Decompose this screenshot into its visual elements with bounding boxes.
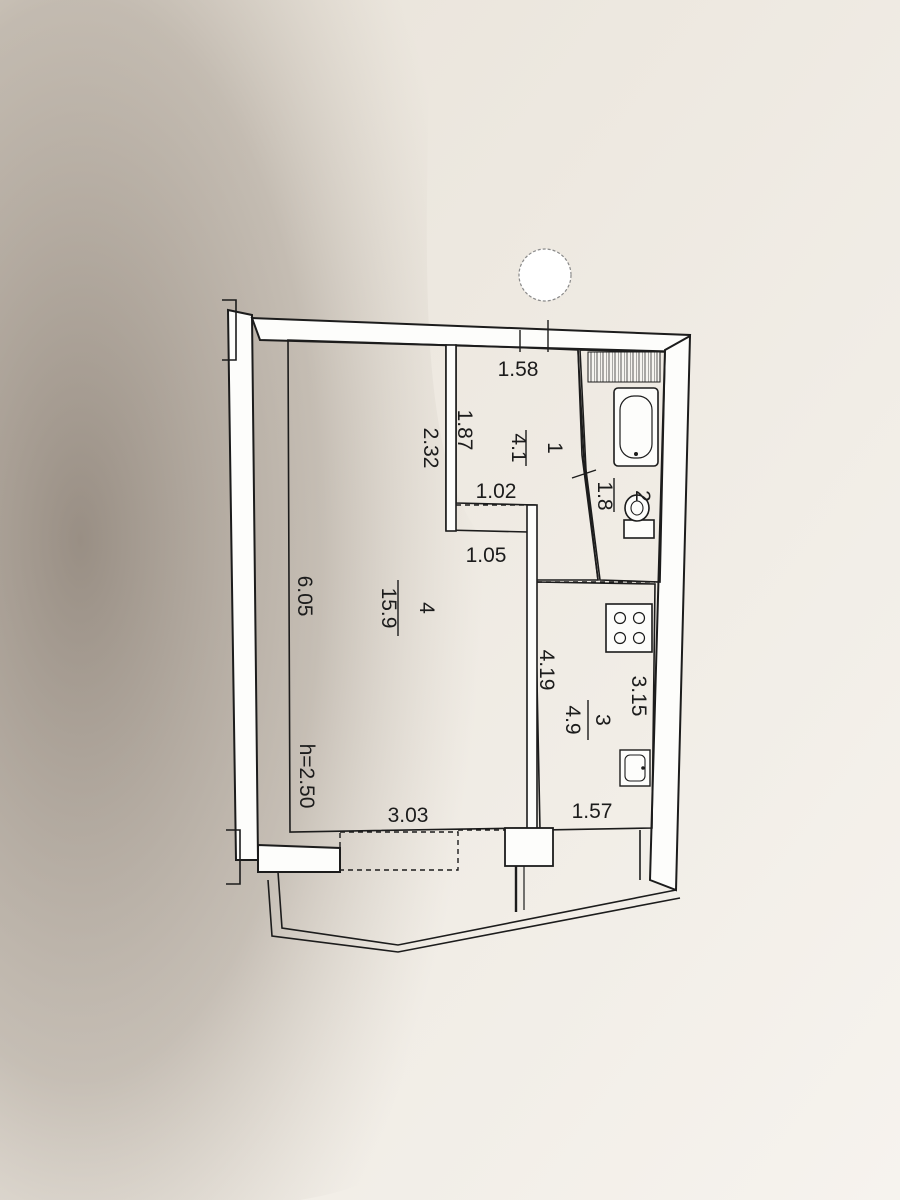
dim-3-15: 3.15: [627, 676, 650, 717]
room-4-number: 4: [415, 602, 438, 614]
tile-hatch: [587, 351, 661, 383]
dim-1-02: 1.02: [476, 480, 517, 503]
structural-column: [504, 827, 554, 867]
dim-1-87: 1.87: [453, 410, 476, 451]
stove-icon: [605, 603, 653, 653]
dim-1-05: 1.05: [466, 544, 507, 567]
room-2-area: 1.8: [593, 481, 616, 510]
ceiling-height-label: h=2.50: [295, 744, 318, 809]
bathtub-icon: [613, 387, 659, 467]
dim-3-03: 3.03: [388, 804, 429, 827]
room-1-number: 1: [543, 442, 566, 454]
dim-6-05: 6.05: [293, 576, 316, 617]
outer-wall-bottom: [257, 843, 341, 873]
dim-2-32: 2.32: [419, 428, 442, 469]
stamp-circle-icon: [518, 248, 572, 302]
dim-1-58: 1.58: [498, 358, 539, 381]
loggia-outline-inner: [267, 879, 681, 953]
wall-break-mark-top: [222, 299, 237, 361]
room-2-number: 2: [631, 490, 654, 502]
room-labels: 1 4.1 2 1.8 3 4.9 4 15.9: [377, 430, 654, 740]
dim-4-19: 4.19: [535, 650, 558, 691]
loggia-outline: [258, 871, 677, 946]
toilet-icon: [623, 494, 655, 539]
wall-break-mark-bottom: [226, 829, 241, 885]
hand-shadow: [0, 0, 537, 1200]
door-tick: [571, 469, 597, 479]
room-1-area: 4.1: [507, 433, 530, 462]
room-3-number: 3: [591, 714, 614, 726]
bathroom-wall: [577, 349, 599, 581]
room-3-area: 4.9: [561, 705, 584, 734]
room-3-outline: [534, 581, 656, 831]
dimension-labels: 1.58 1.87 2.32 1.02 1.05 6.05 4.19 3.15 …: [293, 358, 650, 827]
balcony-door-dashed: [339, 831, 459, 871]
sink-icon: [619, 749, 651, 787]
room-4-area: 15.9: [377, 588, 400, 629]
partition-wall-1: [445, 344, 457, 532]
dim-1-57: 1.57: [572, 800, 613, 823]
